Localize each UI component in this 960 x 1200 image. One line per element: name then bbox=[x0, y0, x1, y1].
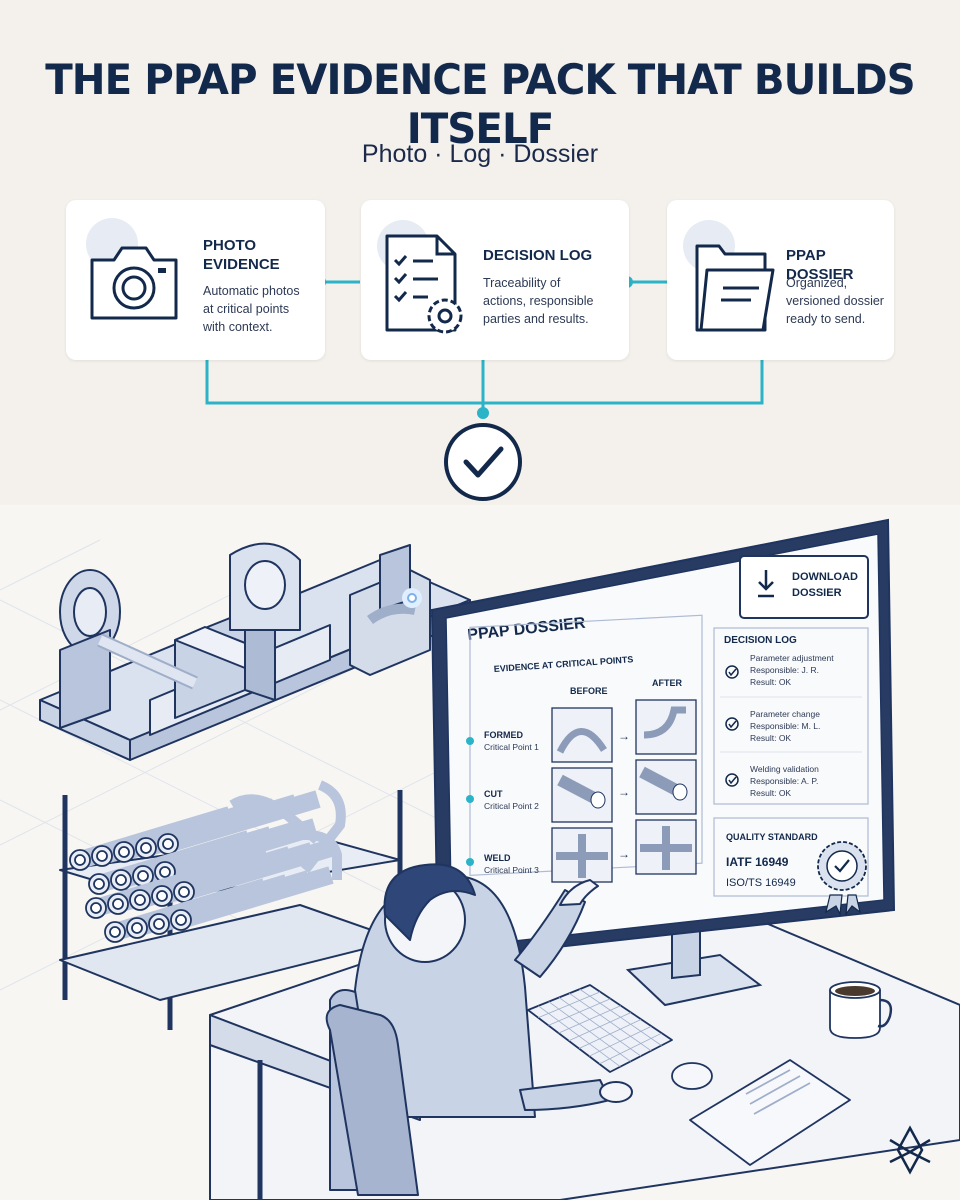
card-desc-line: Automatic photos bbox=[203, 284, 300, 298]
tube-stack bbox=[69, 790, 337, 943]
office-chair bbox=[325, 1004, 419, 1196]
svg-text:→: → bbox=[618, 729, 630, 743]
log-entry: Welding validation Responsible: A. P. Re… bbox=[725, 764, 819, 798]
card-desc-line: actions, responsible bbox=[483, 294, 594, 308]
svg-text:Parameter change: Parameter change bbox=[750, 709, 820, 719]
certified-badge-icon bbox=[817, 841, 867, 917]
brand-logo-icon bbox=[889, 1125, 931, 1175]
after-label: AFTER bbox=[652, 678, 682, 688]
desk-items bbox=[527, 981, 893, 1166]
critical-point-name: FORMED bbox=[484, 730, 523, 740]
card-desc-line: parties and results. bbox=[483, 312, 589, 326]
factory-illustration: DOWNLOAD DOSSIER PPAP DOSSIER EVIDENCE A… bbox=[0, 518, 960, 1200]
checklist-gear-icon bbox=[385, 234, 463, 334]
bent-tubes bbox=[229, 780, 346, 880]
card-desc-line: versioned dossier bbox=[786, 294, 884, 308]
mouse[interactable] bbox=[671, 1062, 713, 1090]
download-icon bbox=[758, 570, 774, 598]
log-entry: Parameter adjustment Responsible: J. R. … bbox=[725, 653, 834, 687]
critical-point-sub: Critical Point 2 bbox=[484, 801, 539, 811]
tube-bending-machine bbox=[39, 542, 471, 761]
page-subtitle: Photo · Log · Dossier bbox=[361, 140, 599, 168]
svg-text:Welding validation: Welding validation bbox=[750, 764, 819, 774]
card-desc-line: with context. bbox=[203, 320, 273, 334]
svg-text:Parameter adjustment: Parameter adjustment bbox=[750, 653, 834, 663]
folder-icon bbox=[695, 244, 775, 332]
critical-point-sub: Critical Point 3 bbox=[484, 865, 539, 875]
svg-text:Responsible: M. L.: Responsible: M. L. bbox=[750, 721, 820, 731]
card-ppap-dossier: PPAP DOSSIER Organized, versioned dossie… bbox=[667, 200, 894, 360]
download-label: DOWNLOAD bbox=[792, 571, 858, 583]
card-desc-line: ready to send. bbox=[786, 312, 866, 326]
before-label: BEFORE bbox=[570, 686, 608, 696]
connector-lines bbox=[205, 276, 764, 501]
card-title-line: PPAP DOSSIER bbox=[786, 247, 854, 283]
svg-text:→: → bbox=[618, 847, 630, 861]
critical-point-sub: Critical Point 1 bbox=[484, 742, 539, 752]
download-label: DOSSIER bbox=[792, 587, 842, 599]
card-decision-log: DECISION LOG Traceability of actions, re… bbox=[361, 200, 629, 360]
card-desc-line: Organized, bbox=[786, 276, 848, 290]
svg-text:Responsible: A. P.: Responsible: A. P. bbox=[750, 776, 818, 786]
critical-point-name: CUT bbox=[484, 789, 503, 799]
card-desc-line: at critical points bbox=[203, 302, 290, 316]
camera-icon bbox=[90, 246, 178, 320]
download-dossier-button[interactable] bbox=[739, 555, 869, 619]
decision-log-title: DECISION LOG bbox=[724, 635, 797, 646]
svg-text:Result: OK: Result: OK bbox=[750, 733, 791, 743]
standard-iatf: IATF 16949 bbox=[726, 855, 789, 869]
critical-point-name: WELD bbox=[484, 853, 511, 863]
svg-text:Responsible: J. R.: Responsible: J. R. bbox=[750, 665, 819, 675]
svg-text:Result: OK: Result: OK bbox=[750, 677, 791, 687]
check-circle-icon bbox=[444, 423, 522, 501]
standard-iso: ISO/TS 16949 bbox=[726, 877, 796, 889]
before-photo[interactable] bbox=[551, 707, 613, 763]
card-title-line: DECISION LOG bbox=[483, 247, 593, 264]
quality-title: QUALITY STANDARD bbox=[726, 832, 818, 842]
keyboard-keys bbox=[538, 988, 662, 1068]
page-title: THE PPAP EVIDENCE PACK THAT BUILDS ITSEL… bbox=[45, 55, 915, 153]
notebook bbox=[689, 1059, 851, 1166]
card-title-line: EVIDENCE bbox=[203, 256, 280, 273]
svg-text:Result: OK: Result: OK bbox=[750, 788, 791, 798]
card-title-line: PHOTO bbox=[203, 237, 257, 254]
card-photo-evidence: PHOTO EVIDENCE Automatic photos at criti… bbox=[66, 200, 325, 360]
svg-text:→: → bbox=[618, 785, 630, 799]
log-entry: Parameter change Responsible: M. L. Resu… bbox=[725, 709, 820, 743]
card-desc-line: Traceability of bbox=[483, 276, 561, 290]
